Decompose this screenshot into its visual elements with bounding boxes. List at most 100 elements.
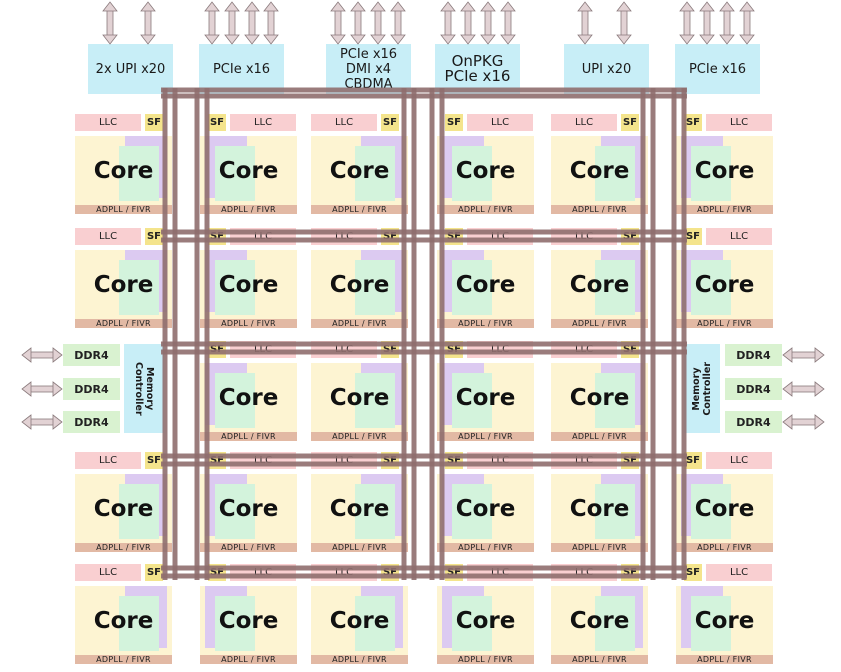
adpll-fivr-strip: ADPLL / FIVR [311, 655, 408, 664]
io-block-line: PCIe x16 [212, 61, 271, 77]
snoop-filter: SF [145, 228, 163, 245]
llc-slice: LLC [467, 452, 533, 469]
snoop-filter: SF [445, 228, 463, 245]
snoop-filter: SF [684, 114, 702, 131]
core-label: Core [455, 385, 516, 411]
snoop-filter: SF [445, 114, 463, 131]
snoop-filter: SF [381, 114, 399, 131]
adpll-fivr-strip: ADPLL / FIVR [200, 319, 297, 328]
core-label: Core [455, 496, 516, 522]
core-label: Core [694, 158, 755, 184]
adpll-fivr-strip: ADPLL / FIVR [75, 319, 172, 328]
core-cache-block [355, 373, 395, 428]
adpll-fivr-strip: ADPLL / FIVR [437, 432, 534, 441]
snoop-filter: SF [145, 452, 163, 469]
core-label: Core [218, 272, 279, 298]
snoop-filter: SF [208, 114, 226, 131]
ddr4-channel-right: DDR4 [725, 411, 782, 433]
io-arrow [460, 1, 476, 45]
core-cache-block [595, 260, 635, 315]
snoop-filter: SF [208, 228, 226, 245]
core-cache-block [452, 146, 492, 201]
ddr-arrow [782, 381, 825, 397]
io-arrow [440, 1, 456, 45]
io-arrow [140, 1, 156, 45]
core-cache-block [215, 260, 255, 315]
core-label: Core [218, 496, 279, 522]
core-cache-block [119, 484, 159, 539]
core-label: Core [569, 496, 630, 522]
llc-slice: LLC [706, 228, 772, 245]
core-cache-block [595, 596, 635, 651]
mesh-vertical-link [194, 88, 200, 580]
core-cache-block [119, 260, 159, 315]
llc-slice: LLC [706, 452, 772, 469]
io-arrow [370, 1, 386, 45]
llc-slice: LLC [75, 114, 141, 131]
mesh-vertical-link [411, 88, 417, 580]
core-cache-block [355, 596, 395, 651]
io-block-label: PCIe x16 [213, 62, 270, 77]
llc-slice: LLC [230, 114, 296, 131]
core-label: Core [569, 158, 630, 184]
llc-slice: LLC [551, 114, 617, 131]
snoop-filter: SF [381, 564, 399, 581]
llc-slice: LLC [551, 452, 617, 469]
io-arrow [204, 1, 220, 45]
core-cache-block [595, 373, 635, 428]
core-label: Core [93, 496, 154, 522]
snoop-filter: SF [684, 452, 702, 469]
core-label: Core [455, 608, 516, 634]
io-block-line: DMI x4 [345, 61, 392, 77]
core-cache-block [452, 260, 492, 315]
adpll-fivr-strip: ADPLL / FIVR [676, 543, 773, 552]
core-label: Core [93, 608, 154, 634]
core-cache-block [355, 146, 395, 201]
core-label: Core [569, 272, 630, 298]
adpll-fivr-strip: ADPLL / FIVR [75, 205, 172, 214]
snoop-filter: SF [381, 341, 399, 358]
core-label: Core [694, 608, 755, 634]
core-label: Core [329, 496, 390, 522]
core-cache-block [215, 596, 255, 651]
io-block: 2x UPI x20 [88, 44, 173, 94]
adpll-fivr-strip: ADPLL / FIVR [551, 543, 648, 552]
adpll-fivr-strip: ADPLL / FIVR [551, 655, 648, 664]
io-block-line: OnPKG [451, 52, 504, 70]
io-block: UPI x20 [564, 44, 649, 94]
snoop-filter: SF [621, 452, 639, 469]
snoop-filter: SF [621, 341, 639, 358]
ddr4-channel-left: DDR4 [63, 344, 120, 366]
io-arrow [616, 1, 632, 45]
llc-slice: LLC [311, 564, 377, 581]
snoop-filter: SF [381, 452, 399, 469]
core-cache-block [119, 596, 159, 651]
core-cache-block [355, 260, 395, 315]
core-cache-block [355, 484, 395, 539]
io-arrow [739, 1, 755, 45]
adpll-fivr-strip: ADPLL / FIVR [676, 655, 773, 664]
ddr-arrow [782, 414, 825, 430]
ddr4-channel-right: DDR4 [725, 344, 782, 366]
adpll-fivr-strip: ADPLL / FIVR [676, 205, 773, 214]
adpll-fivr-strip: ADPLL / FIVR [437, 319, 534, 328]
llc-slice: LLC [75, 452, 141, 469]
